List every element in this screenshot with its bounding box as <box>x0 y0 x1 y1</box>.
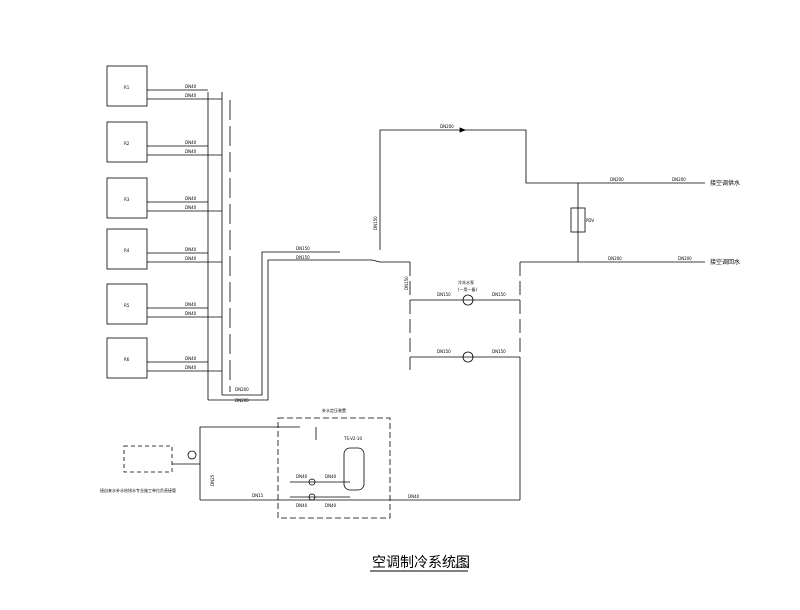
expansion-b-label: DN40 <box>325 474 337 479</box>
pump-2-in-label: DN150 <box>437 349 451 354</box>
diagram-title: 空调制冷系统图 1:100 <box>370 555 470 572</box>
outlet-return: 接空调回水 <box>710 258 740 266</box>
unit-pipe-label: DN40 <box>185 196 197 201</box>
expansion-a-label: DN40 <box>296 474 308 479</box>
unit-pipe-label: DN40 <box>185 247 197 252</box>
bypass-valve-label: PDV <box>586 218 594 223</box>
expansion-d-label: DN40 <box>325 503 337 508</box>
unit-pipe-label: DN40 <box>185 84 197 89</box>
right-lower-2-label: DN200 <box>678 256 692 261</box>
top-main-label: DN200 <box>440 124 454 129</box>
title-text: 空调制冷系统图 <box>372 555 470 571</box>
unit-headers <box>207 92 231 400</box>
pump-group-label: 冷冻水泵 <box>458 279 474 285</box>
unit-pipe-label: DN40 <box>185 205 197 210</box>
chiller-unit-box <box>106 283 148 325</box>
main-loop: DN200 DN150 DN200 DN200 接空调供水 DN200 DN20… <box>373 124 740 500</box>
unit-pipe-label: DN40 <box>185 302 197 307</box>
pump-1-in-label: DN150 <box>437 292 451 297</box>
chiller-unit-box <box>106 65 148 107</box>
right-main-label: DN200 <box>610 177 624 182</box>
chiller-unit-box <box>106 177 148 219</box>
unit-pipe-label: DN40 <box>185 140 197 145</box>
bypass-pipe-label: DN25 <box>210 474 215 486</box>
outlet-supply: 接空调供水 <box>710 179 740 187</box>
makeup-box-label: 补水定压装置 <box>322 407 346 413</box>
unit-pipe-label: DN40 <box>185 256 197 261</box>
chiller-unit-box <box>106 121 148 163</box>
bottom-line-label: DN40 <box>408 494 420 499</box>
chiller-unit-box <box>106 337 148 379</box>
chiller-unit-label: R1 <box>124 85 130 90</box>
right-lower-label: DN200 <box>608 256 622 261</box>
makeup-sub-note: 给排水专业施工单位负责接管 <box>124 487 176 493</box>
to-pump-supply-label: DN150 <box>296 246 310 251</box>
chiller-unit-box <box>106 228 148 270</box>
header-mains: DN200 DN200 DN150 DN150 <box>208 246 381 403</box>
expansion-c-label: DN40 <box>296 503 308 508</box>
chiller-unit-label: R4 <box>124 248 130 253</box>
riser-left-label: DN150 <box>373 216 378 230</box>
chiller-unit-label: R2 <box>124 141 130 146</box>
unit-pipe-label: DN40 <box>185 365 197 370</box>
makeup-pipe-label: DN15 <box>252 493 264 498</box>
to-pump-return-label: DN150 <box>296 255 310 260</box>
title-scale: 1:100 <box>455 564 469 570</box>
header-supply-label: DN200 <box>235 387 249 392</box>
unit-pipe-label: DN40 <box>185 311 197 316</box>
pump-group: 冷冻水泵 (一用一备) DN150 DN150 DN150 DN150 <box>410 279 520 363</box>
right-main-2-label: DN200 <box>672 177 686 182</box>
makeup-note: 接自来水补水 <box>100 487 124 493</box>
unit-pipe-label: DN40 <box>185 149 197 154</box>
chiller-unit-label: R6 <box>124 357 130 362</box>
pump-group-sub-label: (一用一备) <box>458 286 478 292</box>
pump-riser-label: DN150 <box>404 276 409 290</box>
makeup-system: DN25 DN40 DN15 补水定压装置 TS-V2-10 DN40 DN40… <box>100 407 520 519</box>
chiller-unit-label: R5 <box>124 303 130 308</box>
unit-pipe-label: DN40 <box>185 93 197 98</box>
pump-1-out-label: DN150 <box>492 292 506 297</box>
unit-pipe-label: DN40 <box>185 356 197 361</box>
pump-2-out-label: DN150 <box>492 349 506 354</box>
chiller-unit-label: R3 <box>124 197 130 202</box>
header-return-label: DN200 <box>235 398 249 403</box>
tank-label: TS-V2-10 <box>343 436 362 441</box>
